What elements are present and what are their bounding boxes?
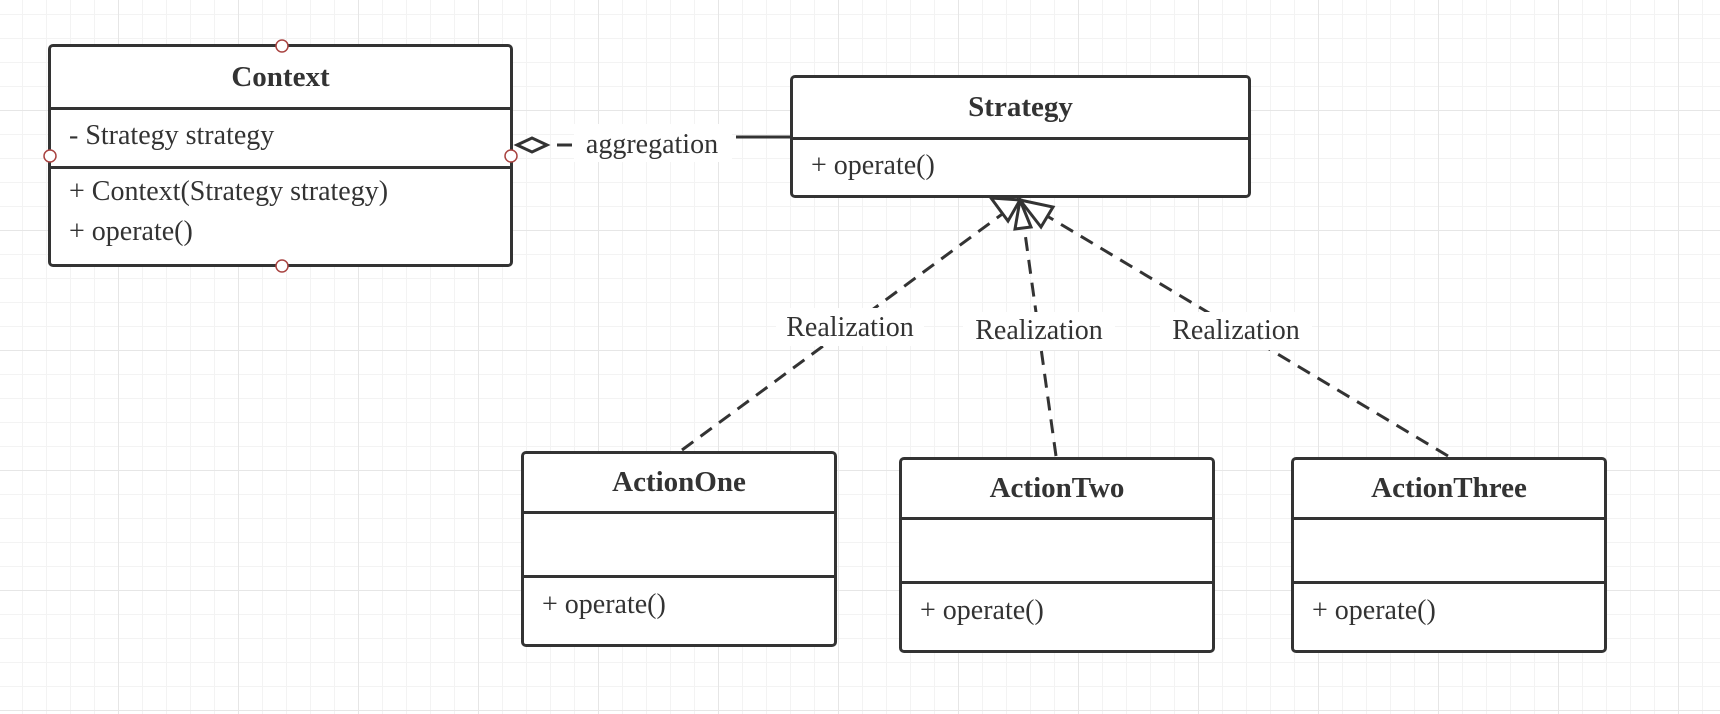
realization-two-arrowhead-icon (1013, 194, 1034, 231)
class-action-one-attributes (524, 514, 834, 578)
realization-one-arrowhead-icon (987, 196, 1023, 224)
class-strategy[interactable]: Strategy + operate() (790, 75, 1251, 198)
class-strategy-operations: + operate() (793, 140, 1248, 186)
class-context-operation: + Context(Strategy strategy) (69, 176, 389, 207)
class-action-two-name: ActionTwo (902, 460, 1212, 520)
aggregation-diamond-icon (513, 136, 551, 154)
aggregation-label-bg (574, 124, 732, 162)
class-context-operations: + Context(Strategy strategy) + operate() (51, 169, 510, 252)
class-action-three[interactable]: ActionThree + operate() (1291, 457, 1607, 653)
class-action-two[interactable]: ActionTwo + operate() (899, 457, 1215, 653)
class-action-one-operation: + operate() (542, 589, 666, 620)
class-action-three-operation: + operate() (1312, 595, 1436, 626)
aggregation-connector[interactable]: aggregation (513, 124, 792, 162)
class-action-two-attributes (902, 520, 1212, 584)
class-action-one-name: ActionOne (524, 454, 834, 514)
realization-three-label: Realization (1172, 315, 1300, 346)
realization-one-connector[interactable]: Realization (681, 196, 1023, 452)
class-context-attribute: - Strategy strategy (69, 120, 275, 151)
class-action-one[interactable]: ActionOne + operate() (521, 451, 837, 647)
class-strategy-name: Strategy (793, 78, 1248, 140)
realization-one-label: Realization (786, 312, 914, 343)
realization-three-arrowhead-icon (1016, 197, 1056, 230)
aggregation-label: aggregation (586, 129, 718, 160)
realization-one-label-bg (776, 308, 924, 346)
class-action-three-name: ActionThree (1294, 460, 1604, 520)
class-action-three-operations: + operate() (1294, 584, 1604, 631)
class-action-one-operations: + operate() (524, 578, 834, 625)
class-action-two-operation: + operate() (920, 595, 1044, 626)
class-action-two-operations: + operate() (902, 584, 1212, 631)
class-action-three-attributes (1294, 520, 1604, 584)
realization-two-label: Realization (975, 315, 1103, 346)
realization-two-connector[interactable]: Realization (963, 194, 1115, 457)
realization-three-label-bg (1160, 312, 1312, 350)
class-context-operation: + operate() (69, 216, 193, 247)
realization-three-connector[interactable]: Realization (1016, 197, 1449, 458)
realization-two-label-bg (963, 312, 1115, 350)
class-context-name: Context (51, 47, 510, 110)
class-context[interactable]: Context - Strategy strategy + Context(St… (48, 44, 513, 267)
class-context-attributes: - Strategy strategy (51, 110, 510, 169)
class-strategy-operation: + operate() (811, 150, 935, 181)
